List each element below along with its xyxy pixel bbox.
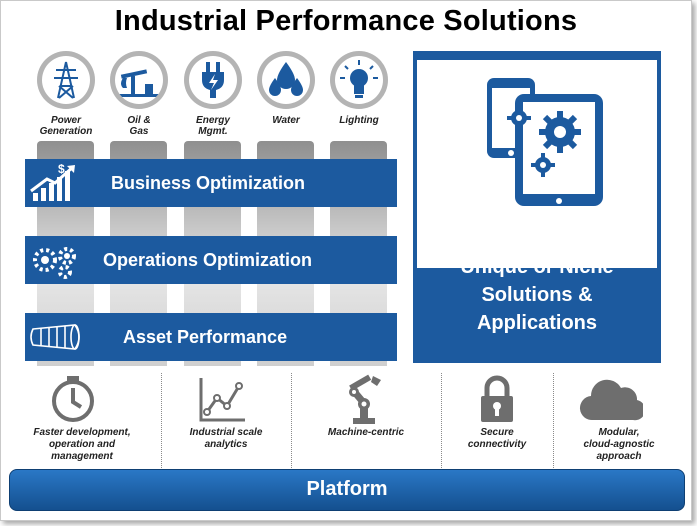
clock-icon (49, 374, 97, 429)
band-operations-optimization: Operations Optimization (25, 236, 397, 284)
capability-divider (441, 373, 442, 468)
niche-solutions-panel (413, 51, 661, 363)
light-bulb-icon (330, 51, 388, 109)
padlock-icon (479, 374, 515, 429)
band-business-optimization: $ Business Optimization (25, 159, 397, 207)
band-asset-label: Asset Performance (123, 327, 288, 347)
cloud-icon (579, 374, 646, 429)
platform-label: Platform (306, 478, 388, 500)
band-asset-performance: Asset Performance (25, 313, 397, 361)
industry-label-lighting: Lighting (339, 115, 379, 126)
water-drops-icon (257, 51, 315, 109)
band-operations-label: Operations Optimization (103, 250, 313, 270)
capability-label-machine-centric: Machine-centric (327, 427, 405, 438)
capability-divider (161, 373, 162, 468)
industry-label-oil-gas: Oil &Gas (127, 115, 151, 137)
power-tower-icon (37, 51, 95, 109)
oil-pump-icon (110, 51, 168, 109)
line-chart-icon (197, 374, 247, 429)
svg-text:$: $ (58, 162, 65, 176)
growth-chart-icon: $ (27, 161, 83, 210)
niche-solutions-text: Unique or Niche Solutions & Applications (460, 256, 614, 334)
industry-label-water: Water (272, 115, 300, 126)
niche-image-card (417, 60, 657, 279)
robot-arm-icon (341, 374, 391, 431)
band-business-label: Business Optimization (111, 173, 306, 193)
turbine-engine-icon (27, 315, 87, 364)
capability-divider (553, 373, 554, 468)
page-title: Industrial Performance Solutions (114, 5, 578, 37)
mobile-devices-gears-icon (487, 78, 603, 206)
niche-card-notch (527, 268, 553, 279)
gears-icon (27, 238, 83, 287)
capability-divider (291, 373, 292, 468)
platform-bar: Platform (9, 469, 685, 511)
plug-icon (184, 51, 242, 109)
